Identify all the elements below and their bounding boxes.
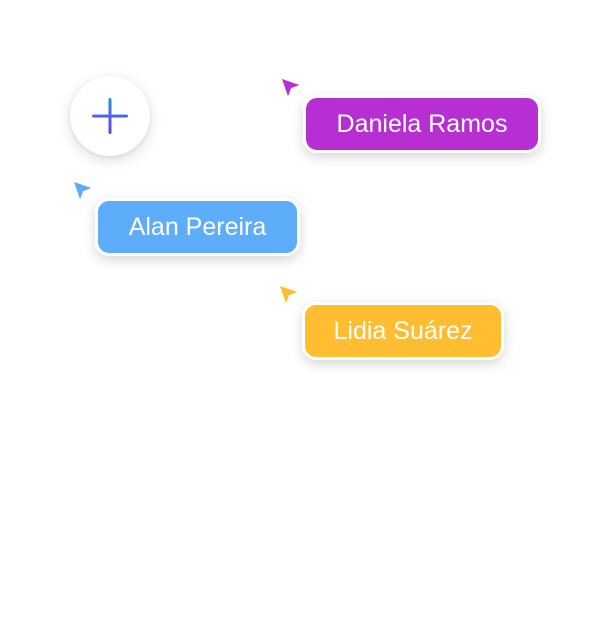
pointer-cursor-icon <box>70 178 98 206</box>
plus-icon <box>90 96 130 136</box>
collaborator-name-tag: Lidia Suárez <box>302 302 504 360</box>
daniela-cursor <box>278 75 306 103</box>
collaborator-name-tag: Alan Pereira <box>95 198 300 256</box>
alan-cursor <box>70 178 98 206</box>
lidia-cursor <box>276 282 304 310</box>
collaborator-name: Daniela Ramos <box>336 109 508 138</box>
pointer-cursor-icon <box>278 75 306 103</box>
add-button[interactable] <box>70 76 150 156</box>
pointer-cursor-icon <box>276 282 304 310</box>
collaborator-name: Alan Pereira <box>128 212 267 241</box>
collaborator-name: Lidia Suárez <box>333 316 473 345</box>
collaborator-name-tag: Daniela Ramos <box>303 95 541 153</box>
